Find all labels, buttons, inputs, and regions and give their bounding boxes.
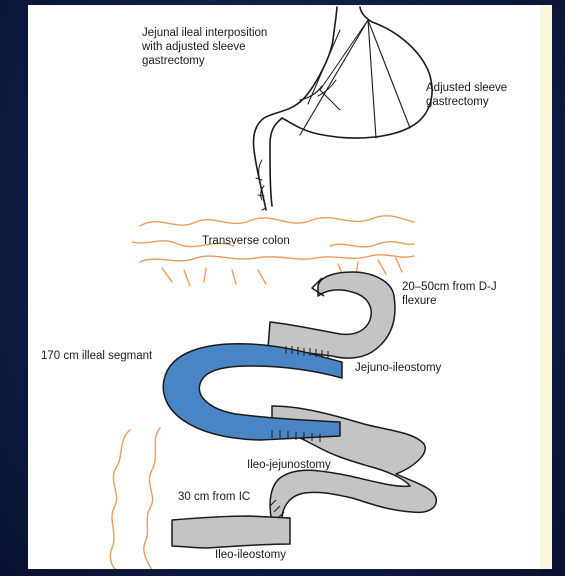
ileo-jejunostomy-label: Ileo-jejunostomy	[247, 459, 331, 471]
jejuno-ileostomy-label: Jejuno-ileostomy	[355, 362, 442, 374]
jejunal-loop	[268, 272, 395, 358]
diagram-panel: Jejunal ileal interposition with adjuste…	[28, 5, 540, 569]
transverse-colon-label: Transverse colon	[202, 235, 290, 247]
sleeve-label-line1: Adjusted sleeve	[426, 82, 507, 94]
illeal-segment-label: 170 cm illeal segmant	[41, 350, 153, 362]
sleeve-label-line2: gastrectomy	[426, 96, 489, 108]
dj-flexure-label-line1: 20–50cm from D-J	[402, 281, 497, 293]
stomach	[253, 7, 432, 210]
surgical-diagram: Jejunal ileal interposition with adjuste…	[28, 5, 540, 569]
ascending-colon	[110, 428, 160, 569]
diagram-labels: Jejunal ileal interposition with adjuste…	[41, 27, 507, 561]
title-label-line1: Jejunal ileal interposition	[142, 27, 267, 39]
title-label-line3: gastrectomy	[142, 55, 205, 67]
dj-flexure-label-line2: flexure	[402, 295, 437, 307]
terminal-ileum	[172, 516, 290, 548]
from-ic-label: 30 cm from IC	[178, 491, 250, 503]
ileo-ileostomy-label: Ileo-ileostomy	[215, 549, 286, 561]
panel-edge	[540, 5, 552, 569]
title-label-line2: with adjusted sleeve	[141, 41, 246, 53]
interposed-ileal-segment	[163, 344, 342, 440]
